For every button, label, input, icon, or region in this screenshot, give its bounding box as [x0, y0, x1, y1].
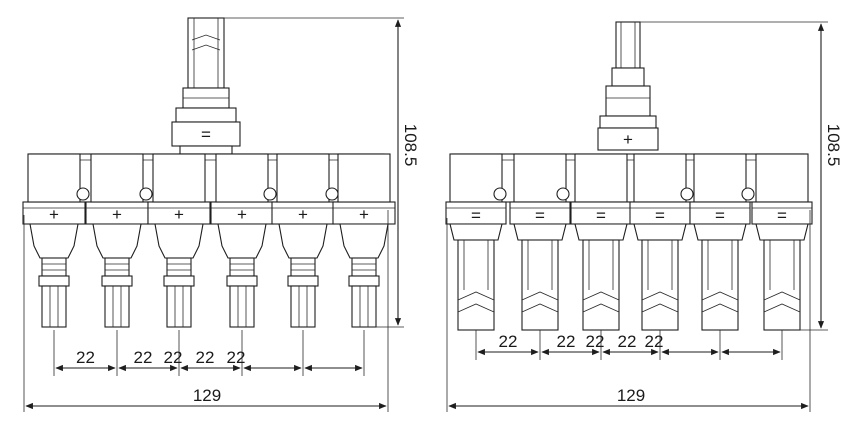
right-lock-holes — [493, 187, 755, 201]
left-lock-hole — [263, 187, 277, 201]
left-width-dimension: 129 — [23, 210, 389, 412]
left-socket-5: + — [271, 153, 335, 328]
right-socket-symbol: = — [777, 206, 787, 225]
right-lock-hole — [680, 187, 694, 201]
left-lock-hole — [76, 187, 90, 201]
left-height-label: 108.5 — [401, 124, 420, 167]
right-stem-symbol: + — [623, 130, 633, 149]
right-lock-hole — [493, 187, 507, 201]
left-stem-symbol: = — [201, 125, 211, 144]
left-pitch-label: 22 — [196, 348, 215, 367]
left-lock-hole — [139, 187, 153, 201]
left-pitch-label: 22 — [76, 348, 95, 367]
left-sockets: + + + + + + — [22, 153, 396, 328]
left-socket-1: + — [22, 153, 86, 328]
left-socket-6: + — [332, 153, 396, 328]
left-pitch-dimension: 22 22 22 22 22 — [53, 330, 365, 376]
left-connector-view: = + + + + + + — [22, 17, 396, 328]
right-socket-symbol: = — [535, 206, 545, 225]
right-lock-hole — [556, 187, 570, 201]
right-connector-view: + = = = = = = — [445, 21, 813, 331]
right-socket-1: = — [445, 153, 507, 331]
right-pitch-label: 22 — [618, 332, 637, 351]
left-socket-symbol: + — [174, 205, 184, 224]
left-lock-holes — [76, 187, 339, 201]
right-socket-6: = — [751, 153, 813, 331]
left-socket-2: + — [85, 153, 149, 328]
left-socket-3: + — [147, 153, 211, 328]
right-socket-symbol: = — [655, 206, 665, 225]
left-socket-symbol: + — [49, 205, 59, 224]
left-socket-symbol: + — [359, 205, 369, 224]
right-height-dimension: 108.5 — [640, 21, 843, 331]
left-pitch-label: 22 — [134, 348, 153, 367]
right-lock-hole — [741, 187, 755, 201]
left-height-dimension: 108.5 — [224, 17, 420, 328]
right-height-label: 108.5 — [824, 124, 843, 167]
right-sockets: = = = = = = — [445, 153, 813, 331]
left-lock-hole — [325, 187, 339, 201]
right-socket-symbol: = — [471, 206, 481, 225]
right-stem: + — [597, 21, 659, 151]
left-stem: = — [171, 17, 241, 155]
right-socket-4: = — [629, 153, 691, 331]
right-pitch-label: 22 — [586, 332, 605, 351]
left-socket-symbol: + — [112, 205, 122, 224]
right-socket-3: = — [570, 153, 632, 331]
right-socket-symbol: = — [715, 206, 725, 225]
left-socket-symbol: + — [237, 205, 247, 224]
right-pitch-label: 22 — [557, 332, 576, 351]
right-width-dimension: 129 — [446, 210, 811, 412]
left-pitch-label: 22 — [164, 348, 183, 367]
right-socket-5: = — [689, 153, 751, 331]
left-socket-4: + — [210, 153, 274, 328]
right-pitch-label: 22 — [645, 332, 664, 351]
right-pitch-label: 22 — [499, 332, 518, 351]
left-width-label: 129 — [193, 386, 221, 405]
right-socket-2: = — [509, 153, 571, 331]
left-pitch-label: 22 — [227, 348, 246, 367]
right-pitch-dimension: 22 22 22 22 22 — [475, 330, 783, 360]
left-socket-symbol: + — [298, 205, 308, 224]
right-width-label: 129 — [617, 386, 645, 405]
right-socket-symbol: = — [596, 206, 606, 225]
